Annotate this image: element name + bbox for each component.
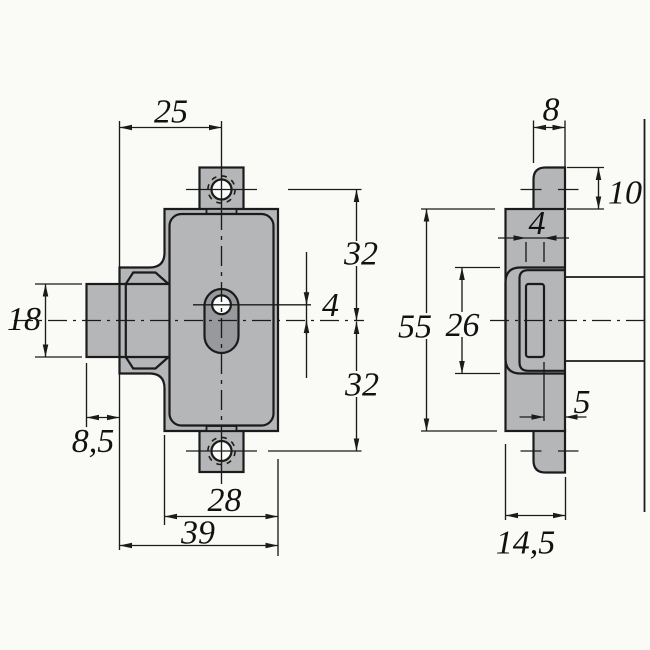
dim-label-5: 5 bbox=[574, 384, 591, 421]
dim-label-4s: 4 bbox=[529, 205, 546, 242]
dim-label-25: 25 bbox=[154, 94, 188, 131]
dim-label-39: 39 bbox=[180, 515, 215, 552]
panel-shaft-lines bbox=[565, 276, 645, 362]
side-top-tab bbox=[532, 166, 567, 212]
side-bottom-tab bbox=[532, 428, 567, 474]
dim-label-18: 18 bbox=[7, 301, 41, 338]
dim-label-8: 8 bbox=[543, 92, 560, 129]
dim-label-55: 55 bbox=[398, 309, 432, 346]
dim-label-10: 10 bbox=[608, 175, 642, 212]
dim-label-32b: 32 bbox=[344, 367, 379, 404]
side-hub-inner bbox=[518, 269, 565, 372]
dim-label-28: 28 bbox=[208, 482, 242, 519]
dimension-labels: 25 18 8,5 28 39 32 4 32 55 26 8 10 4 5 1… bbox=[7, 92, 642, 562]
hub-chamfer-top bbox=[124, 271, 170, 285]
dim-label-145: 14,5 bbox=[496, 525, 556, 562]
dim-label-26: 26 bbox=[446, 307, 480, 344]
dim-label-4f: 4 bbox=[322, 287, 339, 324]
hub-chamfer-bottom bbox=[124, 356, 170, 370]
centerlines bbox=[14, 121, 644, 484]
dimension-lines bbox=[42, 124, 602, 549]
side-tab-ticks bbox=[520, 188, 579, 452]
panel-reference-lines bbox=[565, 119, 646, 512]
dim-label-32a: 32 bbox=[343, 236, 378, 273]
dim-label-85: 8,5 bbox=[72, 423, 115, 460]
